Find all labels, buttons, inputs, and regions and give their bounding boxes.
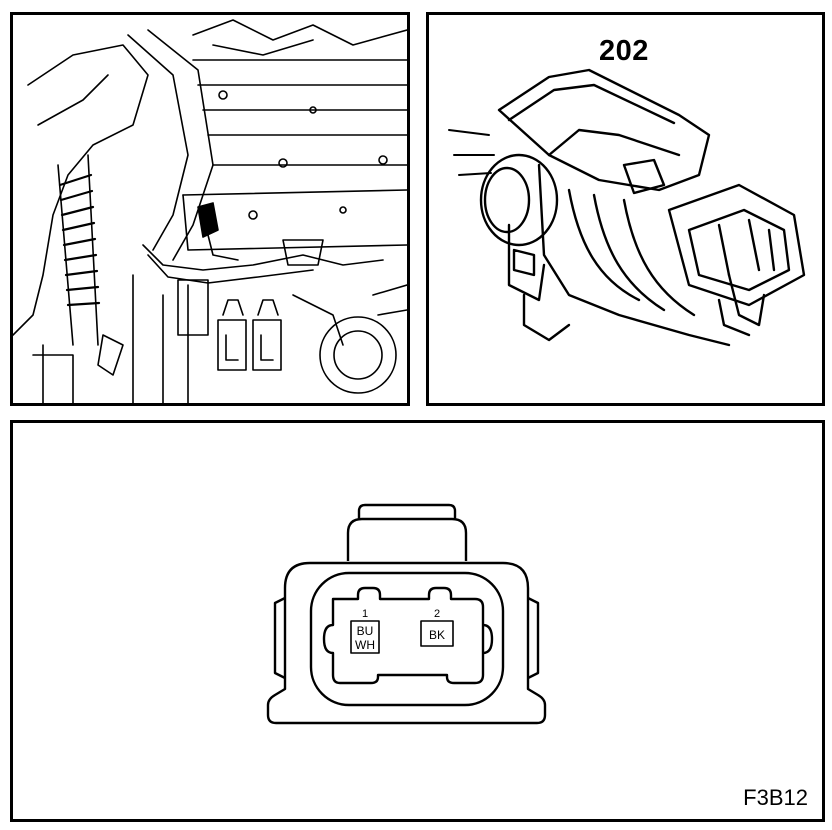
pin-2-box: [420, 620, 454, 647]
pin-1-number: 1: [362, 608, 368, 620]
connector-face-diagram: 1 BU WH 2 BK: [266, 503, 547, 725]
lock-top-outline: [357, 503, 457, 518]
lock-housing-outline: [346, 517, 468, 561]
engine-bay-icon: [13, 19, 407, 403]
housing-outline: [266, 561, 547, 725]
pinout-panel: 1 BU WH 2 BK F3B12: [10, 420, 825, 822]
pin-cavity: [322, 586, 485, 685]
right-key: [482, 623, 494, 655]
pin-1-color-line-2: WH: [355, 638, 375, 652]
connector-panel: 202: [426, 12, 825, 406]
inner-face: [309, 571, 505, 707]
connector-number-label: 202: [599, 35, 649, 67]
pin-1-box: [350, 620, 380, 654]
figure-code: F3B12: [743, 785, 808, 810]
right-tab: [527, 596, 540, 680]
pin-1-color-line-1: BU: [357, 624, 374, 638]
left-tab: [273, 596, 286, 680]
engine-bay-panel: [10, 12, 410, 406]
connector-housing-icon: [448, 68, 806, 347]
pin-2-number: 2: [434, 608, 440, 620]
pin-2-color-line-1: BK: [429, 628, 445, 642]
